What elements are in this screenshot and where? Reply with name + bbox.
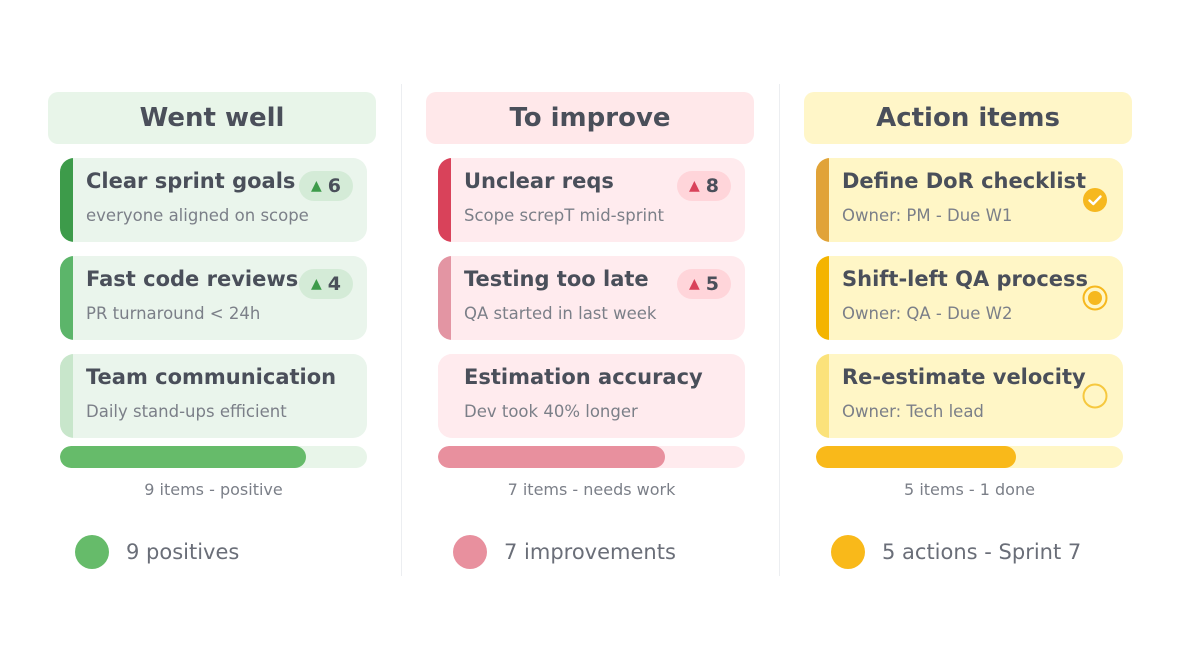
- card-title: Unclear reqs: [464, 169, 614, 193]
- progress-bar: [60, 446, 367, 468]
- legend-dot: [75, 535, 109, 569]
- column-header: Action items: [804, 92, 1132, 144]
- card-title: Define DoR checklist: [842, 169, 1087, 193]
- column-header: Went well: [48, 92, 376, 144]
- retro-card[interactable]: Re-estimate velocity Owner: Tech lead: [816, 354, 1123, 438]
- card-subtitle: PR turnaround < 24h: [86, 304, 261, 323]
- empty-circle-icon[interactable]: [1082, 383, 1108, 409]
- in-progress-radio-icon[interactable]: [1082, 285, 1108, 311]
- retro-card[interactable]: Estimation accuracy Dev took 40% longer: [438, 354, 745, 438]
- progress-label: 5 items - 1 done: [904, 480, 1035, 499]
- column-divider: [401, 84, 402, 576]
- triangle-up-icon: ▲: [310, 276, 322, 292]
- vote-badge[interactable]: ▲ 4: [298, 269, 353, 299]
- card-accent: [60, 354, 73, 438]
- legend-text: 5 actions - Sprint 7: [882, 540, 1082, 564]
- progress-label: 9 items - positive: [144, 480, 283, 499]
- card-subtitle: Daily stand-ups efficient: [86, 402, 287, 421]
- card-accent: [816, 354, 829, 438]
- card-accent: [816, 256, 829, 340]
- card-subtitle: QA started in last week: [464, 304, 657, 323]
- card-subtitle: Dev took 40% longer: [464, 402, 638, 421]
- retro-card[interactable]: Unclear reqs Scope screpT mid-sprint ▲ 8: [438, 158, 745, 242]
- card-subtitle: everyone aligned on scope: [86, 206, 309, 225]
- triangle-up-icon: ▲: [688, 276, 700, 292]
- card-accent: [438, 158, 451, 242]
- check-circle-icon[interactable]: [1082, 187, 1108, 213]
- vote-count: 8: [705, 175, 719, 197]
- retro-card[interactable]: Shift-left QA process Owner: QA - Due W2: [816, 256, 1123, 340]
- column-to-improve: To improve Unclear reqs Scope screpT mid…: [426, 92, 756, 572]
- retro-card[interactable]: Clear sprint goals everyone aligned on s…: [60, 158, 367, 242]
- column-divider: [779, 84, 780, 576]
- card-title: Team communication: [86, 365, 337, 389]
- card-accent: [438, 354, 451, 438]
- card-title: Testing too late: [464, 267, 649, 291]
- vote-badge[interactable]: ▲ 5: [676, 269, 731, 299]
- triangle-up-icon: ▲: [688, 178, 700, 194]
- retro-card[interactable]: Team communication Daily stand-ups effic…: [60, 354, 367, 438]
- legend-text: 7 improvements: [504, 540, 676, 564]
- card-title: Estimation accuracy: [464, 365, 703, 389]
- card-accent: [60, 256, 73, 340]
- card-accent: [816, 158, 829, 242]
- retro-card[interactable]: Define DoR checklist Owner: PM - Due W1: [816, 158, 1123, 242]
- column-went-well: Went well Clear sprint goals everyone al…: [48, 92, 378, 572]
- progress-fill: [438, 446, 666, 468]
- progress-fill: [60, 446, 306, 468]
- card-accent: [438, 256, 451, 340]
- legend-dot: [453, 535, 487, 569]
- legend-dot: [831, 535, 865, 569]
- column-legend: 9 positives: [75, 535, 239, 569]
- card-title: Shift-left QA process: [842, 267, 1089, 291]
- column-legend: 7 improvements: [453, 535, 676, 569]
- card-subtitle: Owner: Tech lead: [842, 402, 984, 421]
- vote-badge[interactable]: ▲ 6: [298, 171, 353, 201]
- retro-card[interactable]: Fast code reviews PR turnaround < 24h ▲ …: [60, 256, 367, 340]
- card-accent: [60, 158, 73, 242]
- progress-fill: [816, 446, 1016, 468]
- card-subtitle: Owner: PM - Due W1: [842, 206, 1013, 225]
- card-title: Fast code reviews: [86, 267, 299, 291]
- column-legend: 5 actions - Sprint 7: [831, 535, 1081, 569]
- vote-count: 4: [327, 273, 341, 295]
- vote-count: 6: [327, 175, 341, 197]
- triangle-up-icon: ▲: [310, 178, 322, 194]
- progress-label: 7 items - needs work: [507, 480, 676, 499]
- progress-bar: [816, 446, 1123, 468]
- progress-bar: [438, 446, 745, 468]
- card-subtitle: Scope screpT mid-sprint: [464, 206, 664, 225]
- card-title: Clear sprint goals: [86, 169, 296, 193]
- vote-count: 5: [705, 273, 719, 295]
- column-action-items: Action items Define DoR checklist Owner:…: [804, 92, 1134, 572]
- card-subtitle: Owner: QA - Due W2: [842, 304, 1013, 323]
- column-header: To improve: [426, 92, 754, 144]
- card-title: Re-estimate velocity: [842, 365, 1086, 389]
- legend-text: 9 positives: [126, 540, 240, 564]
- vote-badge[interactable]: ▲ 8: [676, 171, 731, 201]
- retro-card[interactable]: Testing too late QA started in last week…: [438, 256, 745, 340]
